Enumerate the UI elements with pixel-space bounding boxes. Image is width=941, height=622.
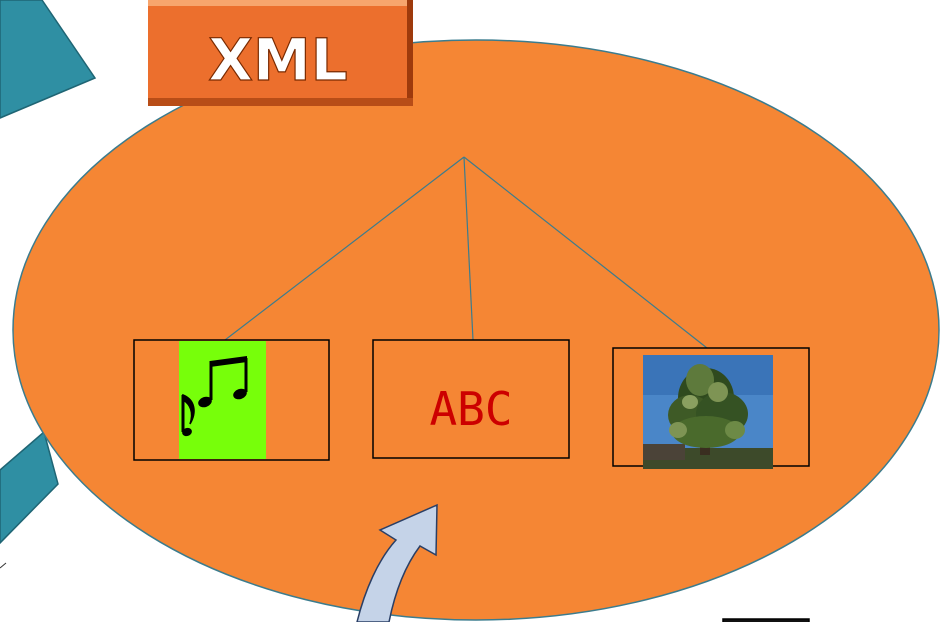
node-text-label: ABC [429, 382, 512, 436]
connector-center [463, 156, 474, 341]
bottom-right-box [723, 619, 809, 622]
teal-arrow-top-left [0, 0, 97, 119]
node-text: ABC [372, 339, 570, 459]
xml-logo: XML [148, 0, 413, 106]
curved-arrow [356, 503, 438, 622]
xml-document-ellipse [12, 39, 940, 621]
teal-arrow-mid-left [0, 430, 59, 545]
node-music [133, 339, 330, 461]
music-notes-icon [181, 356, 248, 437]
bottom-right-box-outline [722, 618, 810, 622]
connector-left [224, 156, 465, 341]
left-tick [0, 562, 7, 569]
connector-right [463, 156, 708, 349]
node-image [612, 347, 810, 469]
tree-photo [643, 355, 773, 469]
xml-logo-text: XML [208, 26, 347, 94]
tree-connectors [224, 156, 708, 349]
